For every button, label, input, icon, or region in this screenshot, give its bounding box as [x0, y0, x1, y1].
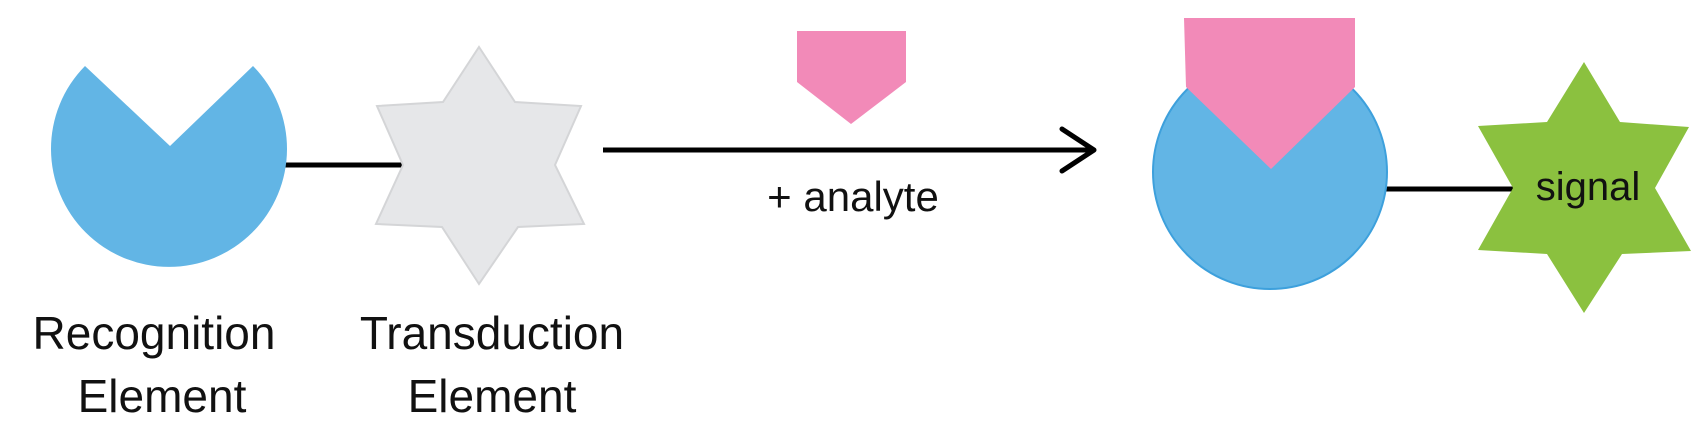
recognition-label-line1: Recognition — [33, 307, 276, 359]
transduction-label-line1: Transduction — [360, 307, 624, 359]
signal-label: signal — [1536, 165, 1641, 209]
reaction-arrow-head — [1059, 126, 1097, 174]
signal-shape — [1478, 62, 1691, 313]
reaction-label: + analyte — [767, 173, 939, 220]
analyte-shape — [797, 31, 906, 124]
transduction-label-line2: Element — [408, 370, 577, 422]
transduction-element-shape — [374, 45, 586, 286]
bound-analyte-shape — [1184, 18, 1355, 169]
recognition-label-line2: Element — [78, 370, 247, 422]
recognition-element-shape — [50, 66, 287, 267]
